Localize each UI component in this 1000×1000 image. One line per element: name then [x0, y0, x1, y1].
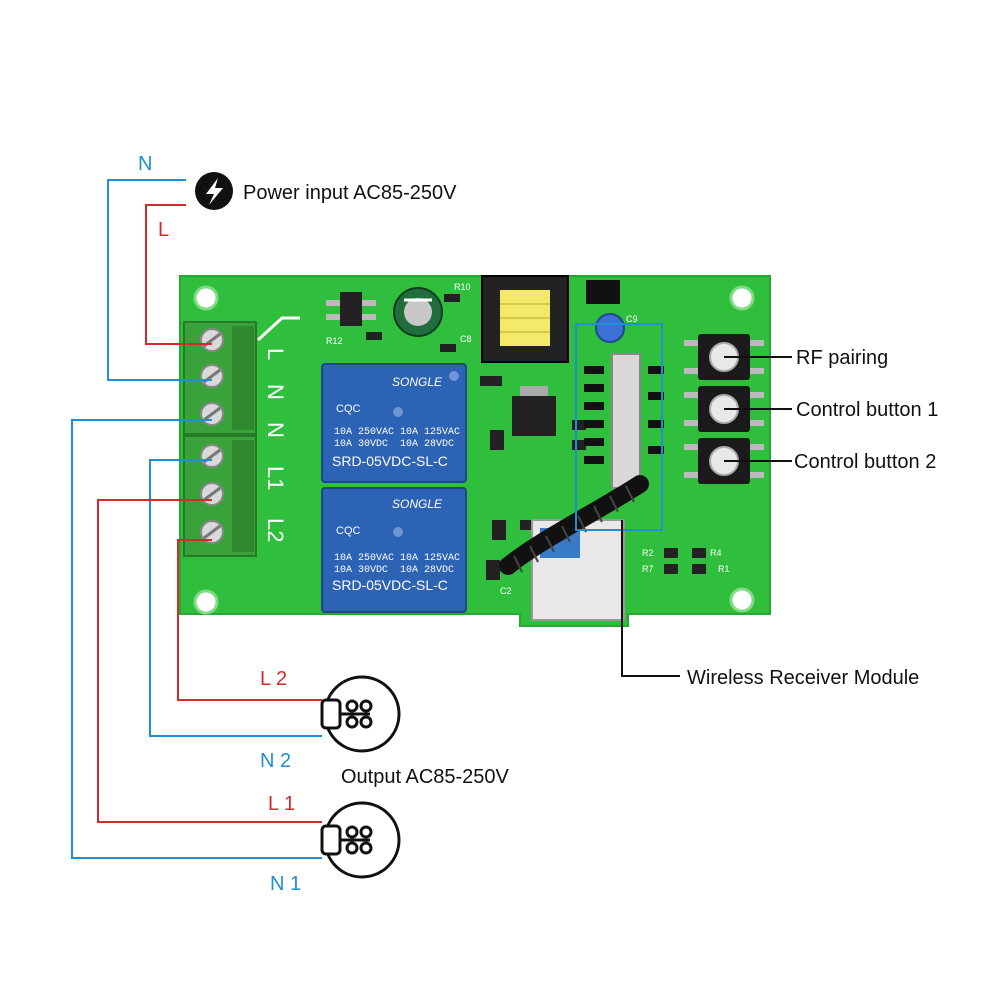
pcb-board	[179, 275, 771, 627]
relay-model: SRD-05VDC-SL-C	[332, 453, 448, 469]
wireless-module-highlight	[575, 323, 663, 531]
control-button-1-label: Control button 1	[796, 399, 938, 421]
relay-rating: 10A 250VAC	[334, 553, 394, 564]
relay-bottom: SONGLE CQC 10A 250VAC 10A 125VAC 10A 30V…	[321, 487, 467, 613]
wires	[71, 179, 322, 859]
wire-output-n1	[71, 419, 322, 859]
wire-label-n1: N 1	[270, 873, 301, 895]
wire-input-n	[107, 179, 212, 381]
wire-output-n2	[149, 459, 322, 737]
relay-rating: 10A 125VAC	[400, 427, 460, 438]
relay-top: SONGLE CQC 10A 250VAC 10A 125VAC 10A 30V…	[321, 363, 467, 483]
mounting-hole	[193, 589, 219, 615]
silk-label: R4	[710, 548, 722, 558]
relay-brand: SONGLE	[392, 497, 443, 511]
relay-model: SRD-05VDC-SL-C	[332, 577, 448, 593]
wire-label-l2: L 2	[260, 668, 287, 690]
mounting-hole	[193, 285, 219, 311]
mounting-hole	[729, 587, 755, 613]
wireless-receiver-label: Wireless Receiver Module	[687, 667, 919, 689]
silkscreen-labels: R12 R10 C8 C9 R2 R4 R7 R1 C2	[326, 282, 730, 596]
relay-rating: 10A 250VAC	[334, 427, 394, 438]
terminal-label: L1	[263, 466, 288, 490]
relay-rating: 10A 30VDC	[334, 439, 388, 450]
wire-output-l1	[97, 499, 322, 823]
callout-lines	[621, 356, 792, 677]
output-label: Output AC85-250V	[341, 766, 510, 788]
cqc-mark: CQC	[336, 403, 361, 415]
terminal-block-bottom	[183, 435, 257, 557]
silk-label: C2	[500, 586, 512, 596]
antenna-coil	[499, 475, 649, 575]
silk-label: R12	[326, 336, 343, 346]
silk-label: R1	[718, 564, 730, 574]
bulb-icon	[320, 675, 401, 753]
wire-input-l	[145, 204, 212, 345]
terminal-labels: L N N L1 L2	[263, 348, 288, 542]
relay-rating: 10A 28VDC	[400, 439, 454, 450]
wire-label-n2: N 2	[260, 750, 291, 772]
silk-label: R10	[454, 282, 471, 292]
smd-components	[326, 275, 706, 621]
silk-label: R7	[642, 564, 654, 574]
rf-pairing-label: RF pairing	[796, 347, 888, 369]
silk-label: C8	[460, 334, 472, 344]
bulb-icon	[320, 801, 401, 879]
relay-rating: 10A 28VDC	[400, 565, 454, 576]
cqc-mark: CQC	[336, 525, 361, 537]
power-input-label: Power input AC85-250V	[243, 182, 457, 204]
mounting-hole	[729, 285, 755, 311]
relay-brand: SONGLE	[392, 375, 443, 389]
wire-output-l2	[177, 539, 322, 701]
wire-label-l1: L 1	[268, 793, 295, 815]
terminal-label: N	[263, 384, 288, 400]
terminal-block-top	[183, 321, 257, 435]
relay-rating: 10A 30VDC	[334, 565, 388, 576]
relay-rating: 10A 125VAC	[400, 553, 460, 564]
control-button-2[interactable]	[684, 438, 764, 484]
silk-label: R2	[642, 548, 654, 558]
terminal-label: L2	[263, 518, 288, 542]
wire-label-l: L	[158, 219, 169, 241]
lightning-bolt-icon	[195, 172, 233, 210]
silk-label: C9	[626, 314, 638, 324]
wire-label-n: N	[138, 153, 152, 175]
terminal-label: N	[263, 422, 288, 438]
control-button-2-label: Control button 2	[794, 451, 936, 473]
terminal-label: L	[263, 348, 288, 360]
